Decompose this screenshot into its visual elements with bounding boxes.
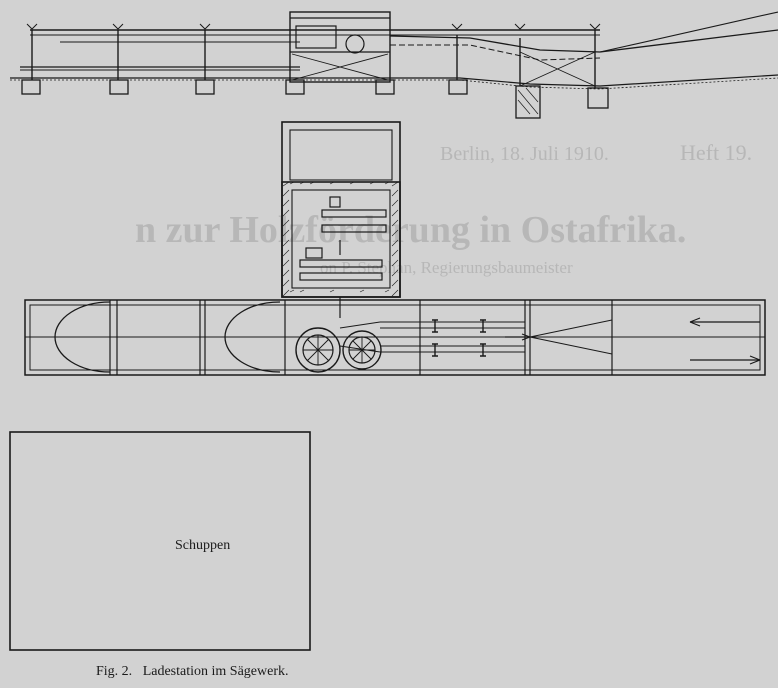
shed-outline: [9, 431, 311, 651]
figure-caption: Fig. 2. Ladestation im Sägewerk.: [96, 664, 288, 680]
pulley-wheels: [295, 327, 382, 373]
bleed-author-fragment: on P. Stephan, Regierungsbaumeister: [320, 258, 573, 277]
shed-label: Schuppen: [175, 538, 231, 553]
figure-caption-text: Ladestation im Sägewerk.: [142, 664, 289, 679]
plan-view: [24, 299, 766, 376]
engine-house: [281, 121, 401, 318]
bleed-title-fragment: n zur Holzförderung in Ostafrika.: [135, 209, 687, 251]
bleed-date-line: Berlin, 18. Juli 1910.: [440, 143, 609, 165]
elevation-view: [10, 11, 778, 119]
figure-number: Fig. 2.: [96, 664, 133, 679]
bleed-heft: Heft 19.: [680, 140, 753, 165]
